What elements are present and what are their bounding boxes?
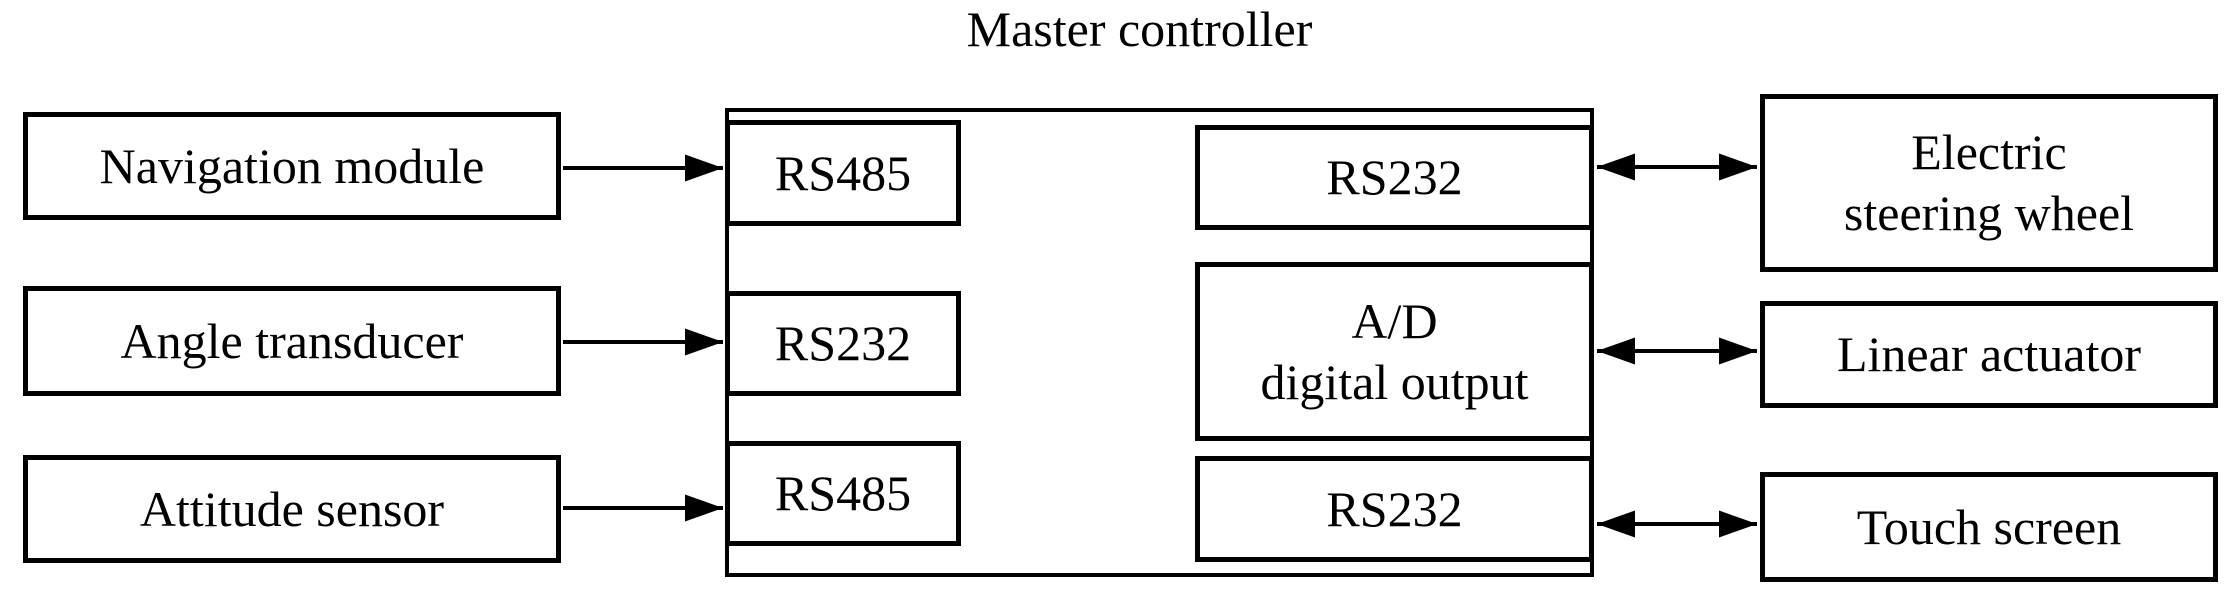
- port-box-rs232-right-bottom: RS232: [1195, 456, 1594, 562]
- device-box-touch-screen: Touch screen: [1760, 472, 2218, 582]
- port-box-rs232-right-top: RS232: [1195, 125, 1594, 230]
- device-box-attitude-sensor: Attitude sensor: [23, 455, 561, 563]
- device-box-angle-transducer: Angle transducer: [23, 286, 561, 396]
- port-box-rs485-top: RS485: [725, 120, 961, 226]
- device-box-linear-actuator: Linear actuator: [1760, 301, 2218, 408]
- port-box-rs485-bottom: RS485: [725, 441, 961, 546]
- port-box-ad-digital-output: A/D digital output: [1195, 262, 1594, 441]
- diagram-title: Master controller: [966, 1, 1313, 57]
- device-box-electric-steering-wheel: Electric steering wheel: [1760, 94, 2218, 272]
- port-box-rs232-left: RS232: [725, 291, 961, 396]
- device-box-navigation-module: Navigation module: [23, 112, 561, 220]
